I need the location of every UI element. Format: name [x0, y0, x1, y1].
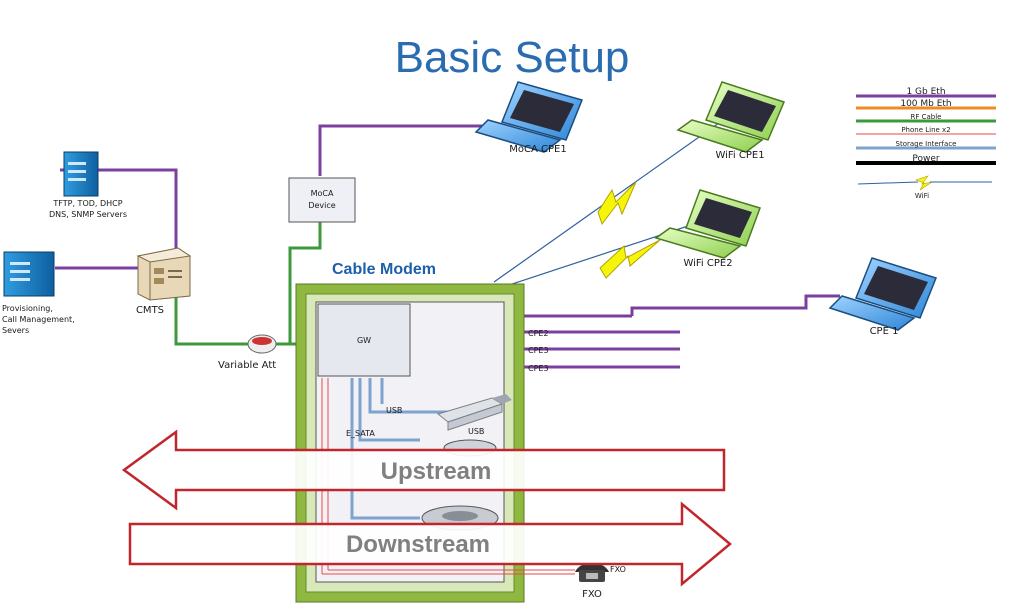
laptop-icon: [474, 81, 584, 153]
cable-att-moca: [276, 222, 322, 346]
upstream-arrow: Upstream: [121, 429, 726, 511]
wifi-line-2: [499, 225, 689, 289]
legend-label: 100 Mb Eth: [900, 99, 951, 109]
esata-label: E_SATA: [346, 429, 375, 438]
fxo-phone-label: FXO: [582, 589, 602, 600]
moca-device-label: Device: [308, 201, 335, 210]
cable-moca-cpe1: [318, 124, 493, 176]
page-title: Basic Setup: [395, 33, 630, 82]
fxo-port-label: FXO: [610, 565, 626, 574]
legend-label: 1 Gb Eth: [906, 87, 945, 97]
telephone-icon: [575, 563, 609, 582]
attenuator-icon: [247, 334, 277, 354]
usb-port-label: USB: [386, 406, 402, 415]
laptop-moca-cpe1: MoCA CPE1: [474, 81, 584, 155]
port-label: CPE3: [528, 364, 549, 373]
legend-label: WiFi: [915, 192, 929, 200]
provisioning-server: Provisioning, Call Management, Severs: [2, 251, 75, 335]
server-icon: [63, 151, 99, 197]
lightning-icon: [599, 239, 661, 279]
server-icon: [3, 251, 55, 297]
attenuator-label: Variable Att: [218, 360, 276, 371]
laptop-icon: [828, 257, 937, 331]
variable-attenuator: Variable Att: [218, 334, 277, 371]
storage-lines: [350, 378, 462, 520]
legend-label: Phone Line x2: [901, 126, 950, 134]
server-label: Provisioning,: [2, 304, 53, 313]
laptop-wifi-cpe1: WiFi CPE1: [676, 81, 786, 161]
cable-modem-label: Cable Modem: [332, 261, 436, 278]
cmts-icon: [136, 247, 192, 301]
cable-tftp-cmts: [60, 168, 178, 254]
downstream-arrow: Downstream: [128, 501, 732, 587]
lightning-icon: [597, 181, 637, 226]
legend: 1 Gb Eth 100 Mb Eth RF Cable Phone Line …: [856, 87, 996, 200]
laptop-label: WiFi CPE1: [715, 150, 764, 161]
wifi-links: [493, 117, 727, 289]
fxo-phone: FXO: [575, 563, 609, 600]
legend-label: RF Cable: [911, 113, 942, 121]
server-label: Call Management,: [2, 315, 75, 324]
tftp-server: TFTP, TOD, DHCP DNS, SNMP Servers: [49, 151, 127, 219]
moca-device: MoCA Device: [288, 177, 356, 223]
moca-device-label: MoCA: [311, 189, 334, 198]
laptop-label: CPE 1: [870, 326, 899, 337]
usb-device-label: USB: [468, 427, 484, 436]
legend-label: Storage Interface: [896, 140, 957, 148]
usb-drive-icon: [436, 394, 512, 431]
server-label: DNS, SNMP Servers: [49, 210, 127, 219]
lightning-icon: [915, 175, 933, 191]
laptop-label: MoCA CPE1: [509, 144, 566, 155]
gw-box: [317, 303, 411, 377]
downstream-label: Downstream: [346, 531, 490, 558]
laptop-icon: [676, 81, 786, 153]
legend-label: Power: [912, 154, 940, 164]
port-label: CPE2: [528, 329, 549, 338]
laptop-label: WiFi CPE2: [683, 258, 732, 269]
laptop-wifi-cpe2: WiFi CPE2: [654, 189, 761, 269]
cmts: CMTS: [136, 247, 192, 316]
laptop-icon: [654, 189, 761, 259]
upstream-label: Upstream: [381, 458, 492, 485]
server-label: Severs: [2, 326, 29, 335]
port-label: CPE3: [528, 346, 549, 355]
laptop-cpe1: CPE 1: [828, 257, 937, 337]
cable-to-cpe1: [630, 294, 840, 316]
cable-cmts-att: [174, 296, 248, 346]
gw-label: GW: [357, 336, 371, 345]
legend-swatch: [857, 181, 919, 185]
server-label: TFTP, TOD, DHCP: [52, 199, 122, 208]
cmts-label: CMTS: [136, 305, 164, 316]
